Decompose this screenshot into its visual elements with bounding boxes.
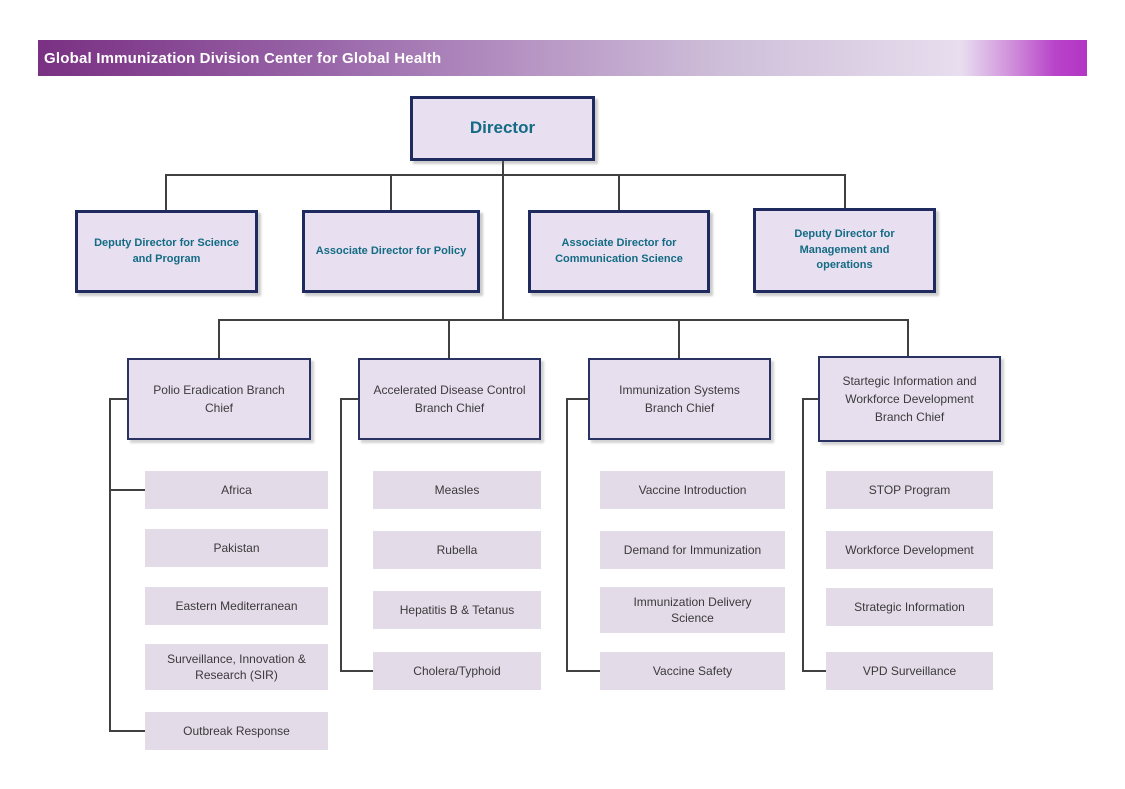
connector-line	[802, 398, 818, 400]
unit-label: Surveillance, Innovation & Research (SIR…	[167, 651, 306, 682]
connector-line	[166, 174, 846, 176]
header-banner: Global Immunization Division Center for …	[38, 40, 1087, 76]
branch-chief-node-strategic-information-workforce: Startegic Information and Workforce Deve…	[818, 356, 1001, 442]
unit-label: Immunization Delivery Science	[633, 594, 752, 625]
unit-node-africa: Africa	[145, 471, 328, 509]
unit-label: Outbreak Response	[183, 723, 290, 738]
branch-chief-label: Polio Eradication Branch Chief	[153, 383, 285, 415]
unit-node-workforce-development: Workforce Development	[826, 531, 993, 569]
unit-label: Hepatitis B & Tetanus	[399, 602, 515, 617]
director-label: Director	[469, 118, 536, 138]
unit-label: Workforce Development	[845, 542, 974, 557]
connector-line	[907, 319, 909, 358]
branch-chief-label: Immunization Systems Branch Chief	[619, 383, 740, 415]
connector-line	[218, 319, 909, 321]
branch-chief-label: Startegic Information and Workforce Deve…	[842, 374, 977, 424]
branch-chief-node-immunization-systems: Immunization Systems Branch Chief	[588, 358, 771, 440]
unit-node-hepatitis-b-tetanus: Hepatitis B & Tetanus	[373, 591, 541, 629]
connector-line	[109, 398, 111, 732]
unit-label: Demand for Immunization	[623, 542, 762, 557]
unit-node-vaccine-introduction: Vaccine Introduction	[600, 471, 785, 509]
connector-line	[502, 161, 504, 321]
unit-label: Vaccine Safety	[652, 663, 733, 678]
unit-label: Strategic Information	[854, 599, 965, 614]
unit-label: VPD Surveillance	[862, 663, 957, 678]
unit-label: Cholera/Typhoid	[413, 663, 501, 678]
unit-label: STOP Program	[868, 482, 951, 497]
connector-line	[340, 398, 342, 672]
unit-node-stop-program: STOP Program	[826, 471, 993, 509]
unit-node-surveillance-innovation-research: Surveillance, Innovation & Research (SIR…	[145, 644, 328, 690]
connector-line	[802, 398, 804, 672]
unit-node-vaccine-safety: Vaccine Safety	[600, 652, 785, 690]
unit-node-eastern-mediterranean: Eastern Mediterranean	[145, 587, 328, 625]
exec-label: Associate Director for Communication Sci…	[555, 236, 683, 265]
exec-label: Associate Director for Policy	[315, 244, 467, 257]
exec-node-associate-communication-science: Associate Director for Communication Sci…	[528, 210, 710, 293]
header-title: Global Immunization Division Center for …	[44, 49, 442, 67]
unit-node-strategic-information: Strategic Information	[826, 588, 993, 626]
unit-node-immunization-delivery-science: Immunization Delivery Science	[600, 587, 785, 633]
unit-node-pakistan: Pakistan	[145, 529, 328, 567]
exec-label: Deputy Director for Science and Program	[94, 236, 239, 265]
connector-line	[109, 730, 145, 732]
unit-label: Eastern Mediterranean	[175, 598, 298, 613]
connector-line	[109, 489, 145, 491]
unit-label: Measles	[434, 482, 480, 497]
connector-line	[566, 670, 600, 672]
connector-line	[448, 319, 450, 358]
unit-label: Rubella	[436, 542, 478, 557]
connector-line	[844, 174, 846, 208]
connector-line	[566, 398, 568, 672]
connector-line	[802, 670, 826, 672]
unit-node-measles: Measles	[373, 471, 541, 509]
connector-line	[390, 174, 392, 210]
branch-chief-label: Accelerated Disease Control Branch Chief	[373, 383, 526, 415]
unit-label: Vaccine Introduction	[638, 482, 747, 497]
connector-line	[618, 174, 620, 210]
director-node: Director	[410, 96, 595, 161]
branch-chief-node-accelerated-disease-control: Accelerated Disease Control Branch Chief	[358, 358, 541, 440]
unit-node-vpd-surveillance: VPD Surveillance	[826, 652, 993, 690]
connector-line	[109, 398, 127, 400]
branch-chief-node-polio-eradication: Polio Eradication Branch Chief	[127, 358, 311, 440]
unit-node-cholera-typhoid: Cholera/Typhoid	[373, 652, 541, 690]
connector-line	[340, 398, 358, 400]
exec-node-deputy-science-program: Deputy Director for Science and Program	[75, 210, 258, 293]
connector-line	[566, 398, 588, 400]
unit-node-rubella: Rubella	[373, 531, 541, 569]
unit-node-outbreak-response: Outbreak Response	[145, 712, 328, 750]
connector-line	[165, 174, 167, 210]
exec-label: Deputy Director for Management and opera…	[794, 227, 895, 272]
exec-node-deputy-management-operations: Deputy Director for Management and opera…	[753, 208, 936, 293]
connector-line	[340, 670, 373, 672]
exec-node-associate-policy: Associate Director for Policy	[302, 210, 480, 293]
unit-label: Pakistan	[213, 540, 260, 555]
unit-node-demand-for-immunization: Demand for Immunization	[600, 531, 785, 569]
connector-line	[218, 319, 220, 358]
unit-label: Africa	[221, 482, 252, 497]
connector-line	[678, 319, 680, 358]
